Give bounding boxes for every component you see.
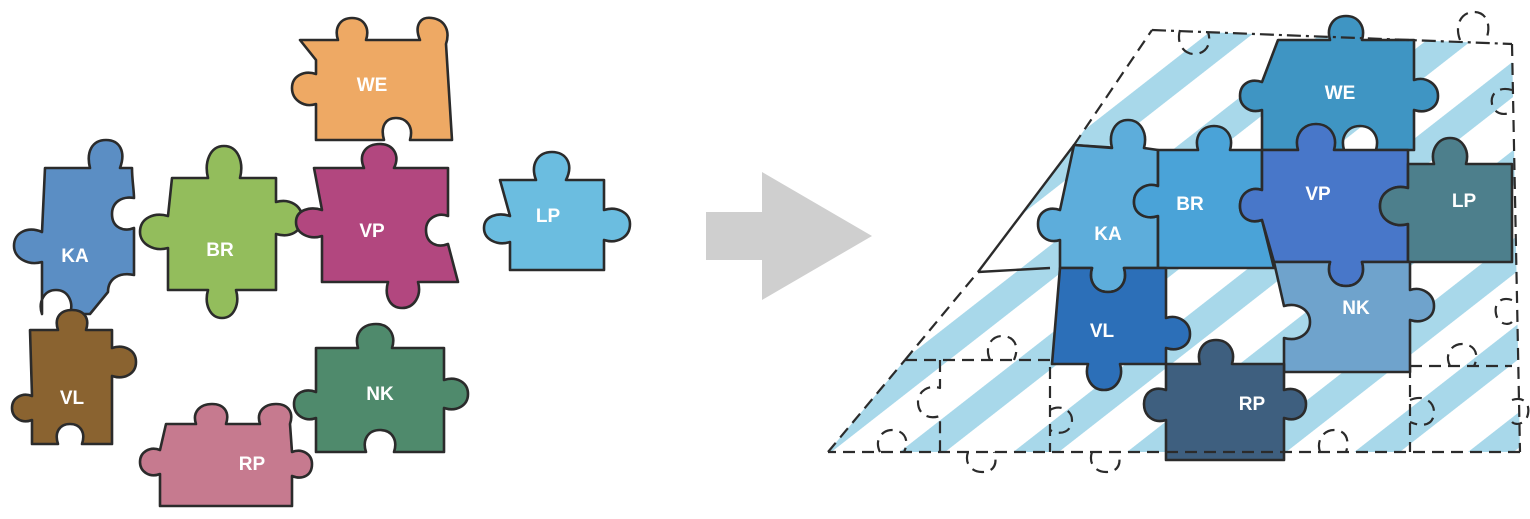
left-piece-lp: LP [482,150,632,272]
right-piece-ka: KA [1036,118,1160,294]
right-arrow-icon [706,172,872,300]
left-piece-rp: RP [138,402,314,508]
right-piece-nk: NK [1272,260,1436,374]
left-pieces: KA BR WE VP LP VL NK [10,16,632,508]
left-label-nk: NK [366,384,394,405]
assembled-puzzle: WE KA BR VP LP NK VL [827,10,1530,474]
right-piece-lp: LP [1378,136,1514,264]
left-piece-vp: VP [294,142,460,310]
right-label-lp: LP [1452,191,1477,212]
right-label-rp: RP [1239,394,1266,415]
left-label-we: WE [357,75,388,96]
right-label-nk: NK [1342,298,1370,319]
right-label-vp: VP [1305,184,1331,205]
left-label-vp: VP [359,221,385,242]
right-label-vl: VL [1090,321,1115,342]
left-label-rp: RP [239,454,266,475]
puzzle-frame [827,28,1522,454]
left-piece-br: BR [138,144,304,320]
left-label-ka: KA [61,246,89,267]
right-piece-rp: RP [1142,338,1308,462]
right-label-we: WE [1325,83,1356,104]
empty-slots [876,10,1530,474]
left-label-br: BR [206,240,234,261]
right-piece-vl: VL [1050,266,1192,392]
left-piece-ka: KA [12,138,136,316]
left-piece-vl: VL [10,308,138,446]
left-piece-nk: NK [292,322,470,454]
left-piece-we: WE [290,16,454,142]
right-label-ka: KA [1094,224,1122,245]
left-label-lp: LP [536,206,561,227]
right-piece-we: WE [1238,14,1440,152]
left-label-vl: VL [60,388,85,409]
right-label-br: BR [1176,194,1204,215]
